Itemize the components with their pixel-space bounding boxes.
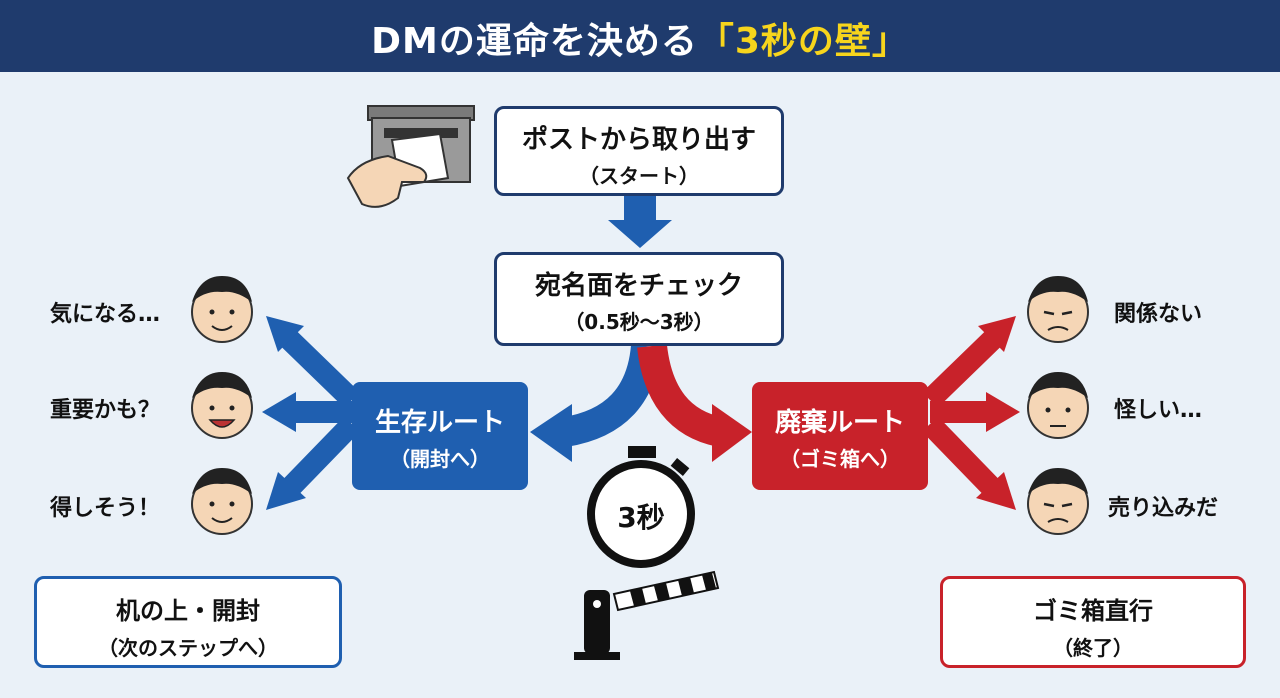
stopwatch-icon (587, 446, 695, 568)
page-title: DMの運命を決める「3秒の壁」 (371, 12, 909, 64)
right-result-title: ゴミ箱直行 (1033, 597, 1153, 625)
left-result-box: 机の上・開封 （次のステップへ） (34, 576, 342, 668)
start-box-sub: （スタート） (579, 164, 699, 188)
unhappy-face-icon (1027, 276, 1089, 343)
left-reaction-1: 気になる… (50, 302, 161, 327)
right-reaction-2: 怪しい… (1114, 398, 1203, 423)
left-result-sub: （次のステップへ） (98, 636, 278, 660)
happy-face-icon (191, 276, 253, 343)
check-box: 宛名面をチェック （0.5秒〜3秒） (494, 252, 784, 346)
unhappy-face-icon (1027, 468, 1089, 535)
down-arrow (608, 196, 672, 248)
discard-route-box: 廃棄ルート （ゴミ箱へ） (752, 382, 928, 490)
title-highlight: 「3秒の壁」 (697, 21, 909, 62)
left-reaction-3: 得しそう！ (50, 496, 161, 521)
check-box-title: 宛名面をチェック (534, 271, 743, 301)
left-result-title: 机の上・開封 (116, 597, 260, 625)
title-main: DMの運命を決める (371, 21, 698, 62)
happy-face-icon (191, 468, 253, 535)
check-box-sub: （0.5秒〜3秒） (564, 310, 714, 334)
unhappy-face-icon (1027, 372, 1089, 439)
right-reaction-3: 売り込みだ (1108, 496, 1219, 521)
right-result-box: ゴミ箱直行 （終了） (940, 576, 1246, 668)
timer-label: 3秒 (617, 501, 665, 534)
right-reaction-1: 関係ない (1114, 302, 1203, 327)
start-box: ポストから取り出す （スタート） (494, 106, 784, 196)
right-result-sub: （終了） (1053, 636, 1133, 660)
discard-route-title: 廃棄ルート (774, 408, 905, 438)
hand-envelope-icon (346, 132, 450, 208)
right-fan-arrows (922, 316, 1020, 510)
arrow-to-discard (637, 344, 724, 447)
left-fan-arrows (262, 316, 360, 510)
survive-route-sub: （開封へ） (390, 447, 490, 471)
header-bar: DMの運命を決める「3秒の壁」 (0, 0, 1280, 72)
barrier-gate-icon (574, 570, 720, 660)
survive-route-title: 生存ルート (374, 408, 505, 438)
happy-face-icon (191, 372, 253, 439)
discard-route-sub: （ゴミ箱へ） (780, 447, 900, 471)
start-box-title: ポストから取り出す (521, 125, 756, 155)
arrow-to-survive (562, 344, 661, 447)
survive-route-box: 生存ルート （開封へ） (352, 382, 528, 490)
left-reaction-2: 重要かも？ (50, 398, 161, 423)
